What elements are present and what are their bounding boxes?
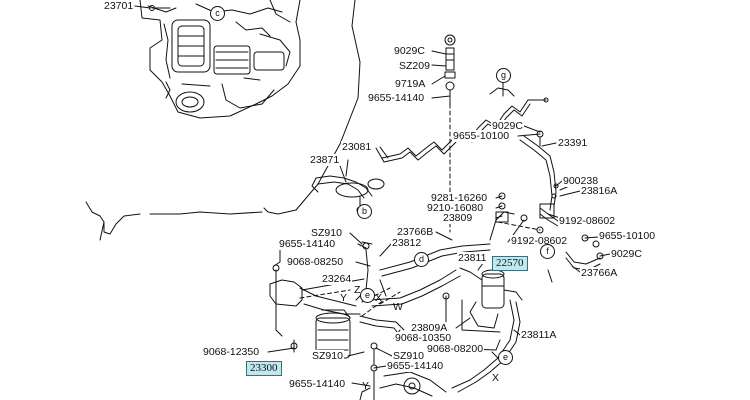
part-label-9192-08602: 9192-08602 <box>558 215 617 227</box>
part-label-9655-14140: 9655-14140 <box>386 360 445 372</box>
part-label-23809: 23809 <box>442 212 474 224</box>
part-label-23871: 23871 <box>309 154 341 166</box>
part-label-sz910: SZ910 <box>311 350 344 362</box>
part-label-9029c: 9029C <box>393 45 426 57</box>
part-label-23809a: 23809A <box>410 322 449 334</box>
callout-g: g <box>496 68 511 83</box>
axis-letter-x: X <box>375 292 383 304</box>
axis-letter-z: Z <box>354 284 361 296</box>
callout-d: d <box>414 252 429 267</box>
part-label-9192-08602: 9192-08602 <box>510 235 569 247</box>
fuel-line-23391 <box>519 130 575 211</box>
axis-letter-y: Y <box>340 292 348 304</box>
callout-c: c <box>210 6 225 21</box>
part-label-9029c: 9029C <box>610 248 643 260</box>
part-label-23081: 23081 <box>341 141 373 153</box>
part-label-9655-10100: 9655-10100 <box>452 130 511 142</box>
part-label-9655-14140: 9655-14140 <box>367 92 426 104</box>
part-label-9068-12350: 9068-12350 <box>202 346 261 358</box>
part-label-23816a: 23816A <box>580 185 619 197</box>
injector-23871 <box>311 165 385 214</box>
part-label-23811: 23811 <box>457 252 488 264</box>
part-label-9068-08200: 9068-08200 <box>426 343 485 355</box>
part-label-9210-16080: 9210-16080 <box>426 202 485 214</box>
assembly-link-22570[interactable]: 22570 <box>492 256 528 271</box>
part-label-23766b: 23766B <box>396 226 435 238</box>
part-label-9655-10100: 9655-10100 <box>598 230 657 242</box>
callout-e: e <box>498 350 513 365</box>
part-label-sz209: SZ209 <box>398 60 431 72</box>
axis-letter-x: X <box>492 372 500 384</box>
callout-f: f <box>540 244 555 259</box>
engine-block <box>139 0 301 119</box>
part-label-9655-14140: 9655-14140 <box>278 238 337 250</box>
part-label-23811a: 23811A <box>520 329 558 341</box>
part-label-9719a: 9719A <box>394 78 427 90</box>
part-label-23264: 23264 <box>321 273 353 285</box>
part-label-9068-08250: 9068-08250 <box>286 256 345 268</box>
part-label-23391: 23391 <box>557 137 589 149</box>
part-label-9029c: 9029C <box>491 120 524 132</box>
feed-pump-22570 <box>442 211 523 341</box>
part-label-sz910: SZ910 <box>310 227 343 239</box>
callout-b: b <box>357 204 372 219</box>
part-label-sz910: SZ910 <box>392 350 425 362</box>
part-label-23701: 23701 <box>103 0 135 12</box>
part-label-9655-14140: 9655-14140 <box>288 378 347 390</box>
frame-outline <box>85 0 361 241</box>
part-label-23812: 23812 <box>391 237 423 249</box>
axis-letter-w: W <box>393 301 403 313</box>
assembly-link-23300[interactable]: 23300 <box>246 361 282 376</box>
axis-letter-y: Y <box>362 380 370 392</box>
part-label-23766a: 23766A <box>580 267 619 279</box>
part-label-9068-10350: 9068-10350 <box>394 332 453 344</box>
bottom-components <box>359 342 447 400</box>
callout-e: e <box>360 288 375 303</box>
part-label-9281-16260: 9281-16260 <box>430 192 489 204</box>
part-label-900238: 900238 <box>562 175 600 187</box>
fitting-stack-top <box>444 34 456 105</box>
